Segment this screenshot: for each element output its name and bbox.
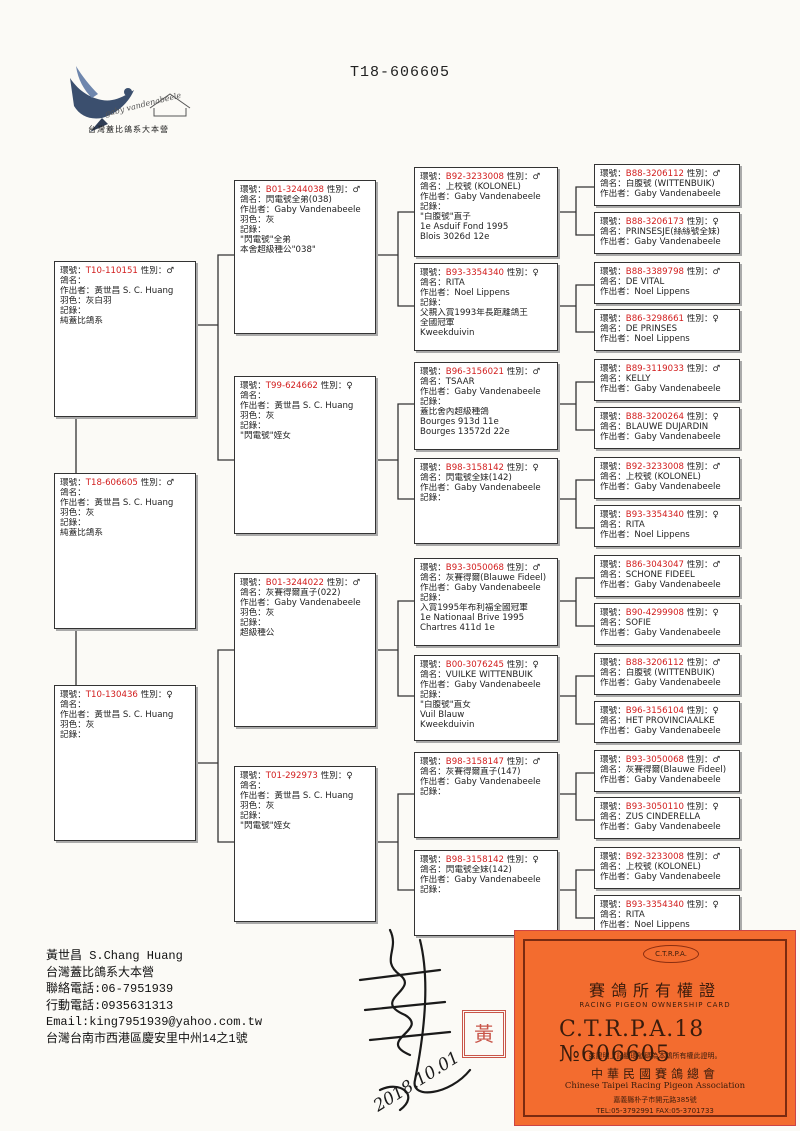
ring-number: B88-3206112 (625, 658, 685, 668)
pedigree-box-g3-5: 環號：B93-3050068 性別：♂ 鴿名：灰賽得爾(Blauwe Fidee… (414, 558, 558, 646)
ring-number: B88-3389798 (625, 267, 685, 277)
ring-number: B96-3156021 (445, 367, 505, 377)
pedigree-box-g4: 環號：B88-3206112 性別：♂ 鴿名：白腹號 (WITTENBUIK) … (594, 653, 740, 695)
seal-stamp: 黃 (462, 1010, 506, 1058)
contact-block: 黃世昌 S.Chang Huang 台灣蓋比鴿系大本營 聯絡電話:06-7951… (46, 948, 262, 1048)
card-title: 賽鴿所有權證 (588, 981, 721, 1000)
ring-number: B88-3200264 (625, 412, 685, 422)
ring-number: T18-606605 (85, 478, 138, 488)
ring-number: B93-3050068 (625, 755, 685, 765)
pedigree-box-g4: 環號：B88-3206173 性別：♀ 鴿名：PRINSESJE(絲絲號全妹) … (594, 212, 740, 254)
dove-logo-icon (70, 66, 191, 132)
ring-number: B98-3158147 (445, 757, 505, 767)
card-address: 嘉義縣朴子市開元路385號 (613, 1096, 697, 1104)
pedigree-box-g3-1: 環號：B92-3233008 性別：♂ 鴿名：上校號 (KOLONEL) 作出者… (414, 167, 558, 257)
pedigree-box-g4: 環號：B88-3206112 性別：♂ 鴿名：白腹號 (WITTENBUIK) … (594, 164, 740, 206)
pedigree-box-g3-6: 環號：B00-3076245 性別：♀ 鴿名：VUILKE WITTENBUIK… (414, 655, 558, 741)
ring-number: B93-3354340 (445, 268, 505, 278)
ring-number: B01-3244022 (265, 578, 325, 588)
ring-number: B89-3119033 (625, 364, 685, 374)
contact-email: Email:king7951939@yahoo.com.tw (46, 1015, 263, 1030)
ring-number: B88-3206173 (625, 217, 685, 227)
ring-number: B00-3076245 (445, 660, 505, 670)
contact-address: 台灣台南市西港區慶安里中州14之1號 (46, 1031, 248, 1046)
pedigree-box-g4: 環號：B88-3200264 性別：♀ 鴿名：BLAUWE DUJARDIN 作… (594, 407, 740, 449)
pedigree-box-g4: 環號：B93-3050068 性別：♂ 鴿名：灰賽得爾(Blauwe Fidee… (594, 750, 740, 792)
pedigree-box-ds: 環號：B01-3244022 性別：♂ 鴿名：灰賽得爾直子(022) 作出者：G… (234, 573, 376, 727)
pedigree-title: T18-606605 (350, 64, 451, 81)
card-seal: C.T.R.P.A. (643, 945, 699, 963)
pedigree-box-g4: 環號：B90-4299908 性別：♀ 鴿名：SOFIE 作出者：Gaby Va… (594, 603, 740, 645)
ring-number: B90-4299908 (625, 608, 685, 618)
ring-number: T10-130436 (85, 690, 138, 700)
signature-icon (358, 928, 472, 1112)
pedigree-box-g4: 環號：B86-3043047 性別：♂ 鴿名：SCHONE FIDEEL 作出者… (594, 555, 740, 597)
ring-number: B93-3050068 (445, 563, 505, 573)
ring-number: B93-3050110 (625, 802, 685, 812)
card-border: C.T.R.P.A. 賽鴿所有權證 RACING PIGEON OWNERSHI… (523, 939, 787, 1117)
ring-number: B86-3298661 (625, 314, 685, 324)
card-association-en: Chinese Taipei Racing Pigeon Association (564, 1081, 746, 1091)
ring-number: B96-3156104 (625, 706, 685, 716)
ring-number: T99-624662 (265, 381, 318, 391)
ring-number: T10-110151 (85, 266, 138, 276)
ring-number: B98-3158142 (445, 463, 505, 473)
pedigree-box-g3-2: 環號：B93-3354340 性別：♀ 鴿名：RITA 作出者：Noel Lip… (414, 263, 558, 351)
ownership-card: C.T.R.P.A. 賽鴿所有權證 RACING PIGEON OWNERSHI… (514, 930, 796, 1126)
card-subtitle: RACING PIGEON OWNERSHIP CARD (579, 1001, 731, 1009)
ring-number: B98-3158142 (445, 855, 505, 865)
contact-name: 黃世昌 S.Chang Huang (46, 949, 183, 963)
card-number: C.T.R.P.A.18 №606605 (559, 1017, 705, 1067)
pedigree-box-g4: 環號：B92-3233008 性別：♂ 鴿名：上校號 (KOLONEL) 作出者… (594, 457, 740, 499)
pedigree-box-g4: 環號：B89-3119033 性別：♂ 鴿名：KELLY 作出者：Gaby Va… (594, 359, 740, 401)
pedigree-box-g3-7: 環號：B98-3158147 性別：♂ 鴿名：灰賽得爾直子(147) 作出者：G… (414, 752, 558, 838)
pedigree-box-g4: 環號：B93-3050110 性別：♀ 鴿名：ZUS CINDERELLA 作出… (594, 797, 740, 839)
pedigree-box-g3-4: 環號：B98-3158142 性別：♀ 鴿名：閃電號全妹(142) 作出者：Ga… (414, 458, 558, 544)
ring-number: B92-3233008 (625, 462, 685, 472)
ring-number: B88-3206112 (625, 169, 685, 179)
pedigree-box-g3-8: 環號：B98-3158142 性別：♀ 鴿名：閃電號全妹(142) 作出者：Ga… (414, 850, 558, 936)
ring-number: B93-3354340 (625, 510, 685, 520)
pedigree-box-sd: 環號：T99-624662 性別：♀ 鴿名： 作出者：黃世昌 S. C. Hua… (234, 376, 376, 534)
ring-number: B93-3354340 (625, 900, 685, 910)
pedigree-box-subject: 環號：T18-606605 性別：♂ 鴿名： 作出者：黃世昌 S. C. Hua… (54, 473, 196, 629)
ring-number: T01-292973 (265, 771, 318, 781)
pedigree-box-g4: 環號：B93-3354340 性別：♀ 鴿名：RITA 作出者：Noel Lip… (594, 505, 740, 547)
contact-mobile: 行動電話:0935631313 (46, 998, 174, 1013)
ring-number: B86-3043047 (625, 560, 685, 570)
pedigree-box-g4: 環號：B92-3233008 性別：♂ 鴿名：上校號 (KOLONEL) 作出者… (594, 847, 740, 889)
contact-org: 台灣蓋比鴿系大本營 (46, 965, 155, 980)
card-association: 中華民國賽鴿總會 (590, 1067, 719, 1081)
pedigree-box-dd: 環號：T01-292973 性別：♀ 鴿名： 作出者：黃世昌 S. C. Hua… (234, 766, 376, 922)
pedigree-box-sire: 環號：T10-110151 性別：♂ 鴿名： 作出者：黃世昌 S. C. Hua… (54, 261, 196, 417)
pedigree-box-g3-3: 環號：B96-3156021 性別：♂ 鴿名：TSAAR 作出者：Gaby Va… (414, 362, 558, 450)
pedigree-box-dam: 環號：T10-130436 性別：♀ 鴿名： 作出者：黃世昌 S. C. Hua… (54, 685, 196, 841)
ring-number: B92-3233008 (445, 172, 505, 182)
ring-number: B01-3244038 (265, 185, 325, 195)
pedigree-box-g4: 環號：B86-3298661 性別：♀ 鴿名：DE PRINSES 作出者：No… (594, 309, 740, 351)
card-certification: 茲證明上記腳環號碼為本鴿所有權此證明。 (588, 1052, 722, 1060)
ring-number: B92-3233008 (625, 852, 685, 862)
logo-org: 台灣蓋比鴿系大本營 (88, 125, 169, 134)
pedigree-box-ss: 環號：B01-3244038 性別：♂ 鴿名：閃電號全弟(038) 作出者：Ga… (234, 180, 376, 334)
contact-phone: 聯絡電話:06-7951939 (46, 982, 174, 997)
card-tel: TEL:05-3792991 FAX:05-3701733 (596, 1107, 714, 1115)
pedigree-box-g4: 環號：B96-3156104 性別：♀ 鴿名：HET PROVINCIAALKE… (594, 701, 740, 743)
pedigree-box-g4: 環號：B88-3389798 性別：♂ 鴿名：DE VITAL 作出者：Noel… (594, 262, 740, 304)
